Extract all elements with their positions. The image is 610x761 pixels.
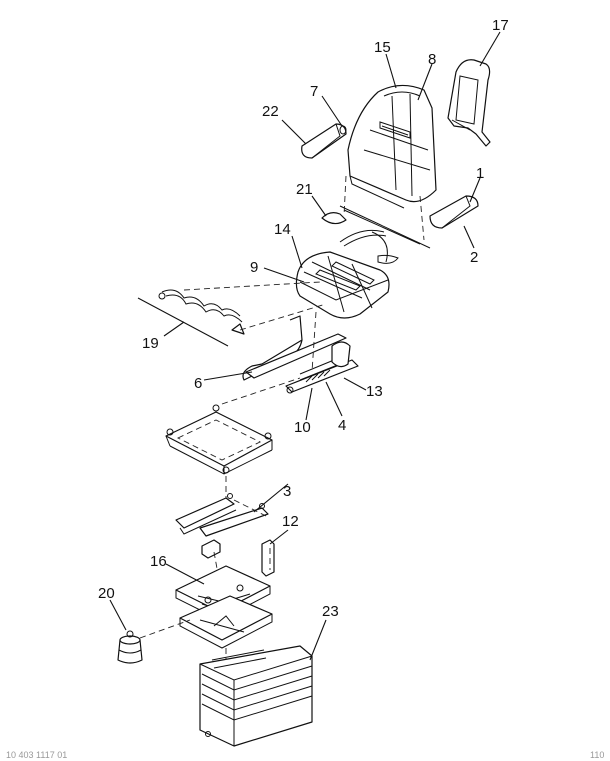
right-armrest bbox=[429, 195, 479, 229]
callout-22: 22 bbox=[262, 103, 279, 120]
scissor-suspension bbox=[175, 565, 273, 676]
callout-9: 9 bbox=[250, 259, 258, 276]
callout-19: 19 bbox=[142, 335, 159, 352]
callout-16: 16 bbox=[150, 553, 167, 570]
lumbar-spring bbox=[137, 281, 327, 347]
callout-7: 7 bbox=[310, 83, 318, 100]
seat-back-frame bbox=[447, 59, 491, 147]
figure-reference-code: 10 403 1117 01 bbox=[6, 750, 67, 760]
callout-3: 3 bbox=[283, 483, 291, 500]
callout-2: 2 bbox=[470, 249, 478, 266]
callout-14: 14 bbox=[274, 221, 291, 238]
callout-20: 20 bbox=[98, 585, 115, 602]
callout-4: 4 bbox=[338, 417, 346, 434]
callout-15: 15 bbox=[374, 39, 391, 56]
seat-slide-frame bbox=[242, 311, 359, 394]
base-cover bbox=[199, 645, 313, 747]
callout-6: 6 bbox=[194, 375, 202, 392]
slide-rails bbox=[175, 493, 269, 537]
callout-8: 8 bbox=[428, 51, 436, 68]
callout-17: 17 bbox=[492, 17, 509, 34]
callout-13: 13 bbox=[366, 383, 383, 400]
leader-lines bbox=[109, 31, 501, 661]
callout-10: 10 bbox=[294, 419, 311, 436]
page-number: 110 bbox=[590, 750, 604, 760]
callout-labels: 1 2 3 4 6 7 8 9 10 12 13 14 15 16 17 19 … bbox=[98, 17, 509, 620]
mounting-plate bbox=[165, 377, 301, 508]
left-armrest bbox=[301, 123, 347, 159]
seat-back bbox=[347, 84, 437, 209]
callout-1: 1 bbox=[476, 165, 484, 182]
callout-12: 12 bbox=[282, 513, 299, 530]
adjuster-bracket bbox=[201, 539, 275, 577]
shock-absorber bbox=[117, 619, 191, 664]
callout-23: 23 bbox=[322, 603, 339, 620]
seat-hinge-parts bbox=[321, 175, 431, 264]
seat-cushion bbox=[295, 251, 390, 319]
callout-21: 21 bbox=[296, 181, 313, 198]
